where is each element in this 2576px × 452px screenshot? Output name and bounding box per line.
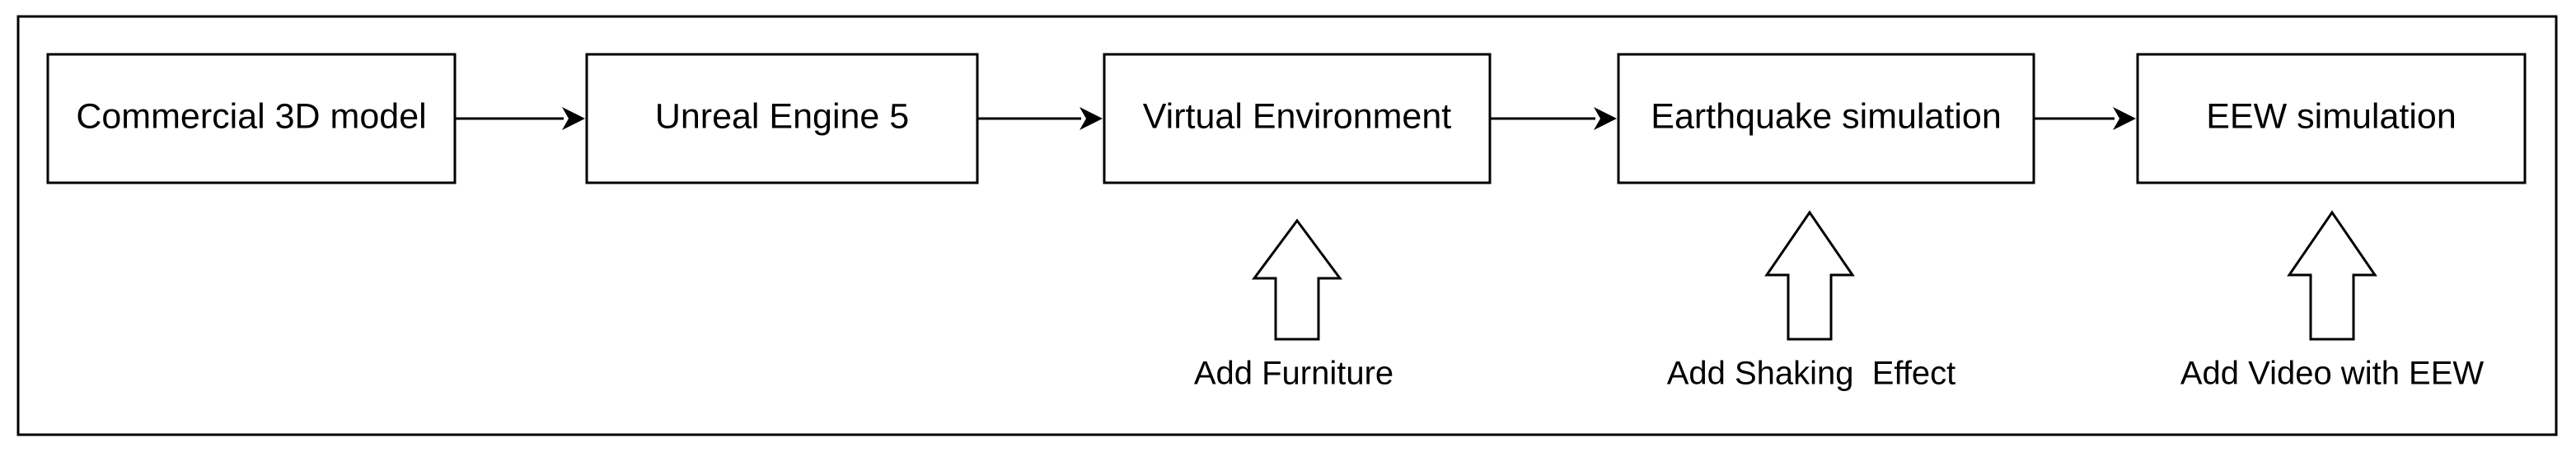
step-box-virtual-environment: Virtual Environment xyxy=(1103,53,1492,184)
up-block-arrow-furniture xyxy=(1252,218,1342,341)
input-label-add-furniture: Add Furniture xyxy=(1194,356,1393,392)
step-box-unreal-engine-5: Unreal Engine 5 xyxy=(585,53,979,184)
connector-arrow-1 xyxy=(455,107,585,130)
up-block-arrow-shaking xyxy=(1764,210,1855,341)
step-label: Unreal Engine 5 xyxy=(655,96,909,136)
connector-arrow-3 xyxy=(1490,107,1617,130)
step-label: Commercial 3D model xyxy=(76,96,426,136)
connector-arrow-2 xyxy=(977,107,1103,130)
step-label: Earthquake simulation xyxy=(1651,96,2001,136)
step-label: Virtual Environment xyxy=(1143,96,1451,136)
step-box-eew-simulation: EEW simulation xyxy=(2136,53,2527,184)
step-box-earthquake-simulation: Earthquake simulation xyxy=(1617,53,2035,184)
up-block-arrow-video xyxy=(2287,210,2377,341)
input-label-add-shaking-effect: Add Shaking Effect xyxy=(1667,356,1956,392)
step-box-commercial-3d-model: Commercial 3D model xyxy=(46,53,457,184)
connector-arrow-4 xyxy=(2034,107,2136,130)
step-label: EEW simulation xyxy=(2206,96,2456,136)
input-label-add-video-with-eew: Add Video with EEW xyxy=(2180,356,2485,392)
